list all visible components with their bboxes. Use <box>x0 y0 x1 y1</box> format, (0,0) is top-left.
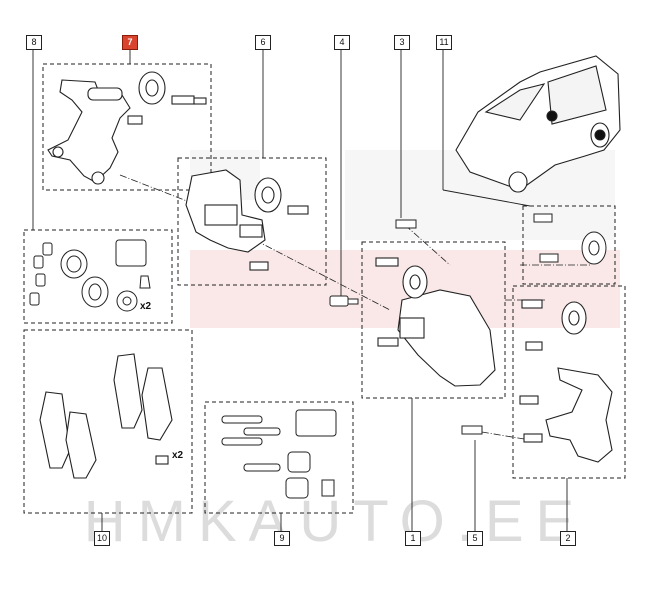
bleed-screw-drawing <box>329 295 359 307</box>
group-box-8 <box>23 229 173 324</box>
callout-1[interactable]: 1 <box>405 531 421 546</box>
group-box-11 <box>522 205 616 285</box>
callout-7-highlighted[interactable]: 7 <box>122 35 138 50</box>
callout-9[interactable]: 9 <box>274 531 290 546</box>
group-box-6 <box>177 157 327 286</box>
caliper-assembly-drawing <box>185 169 309 271</box>
callout-8[interactable]: 8 <box>26 35 42 50</box>
bolt-drawing <box>395 219 483 435</box>
callout-10[interactable]: 10 <box>94 531 110 546</box>
van-illustration <box>455 55 621 193</box>
callout-5[interactable]: 5 <box>467 531 483 546</box>
callout-2[interactable]: 2 <box>560 531 576 546</box>
caliper-bracket-drawing <box>47 71 207 185</box>
watermark-text: HMKAUTO.EE <box>83 489 587 554</box>
guide-bolt-kit-drawing <box>533 213 607 265</box>
brake-pads-drawing <box>39 353 173 479</box>
callout-6[interactable]: 6 <box>255 35 271 50</box>
group-box-1 <box>361 241 506 399</box>
callout-4[interactable]: 4 <box>334 35 350 50</box>
callout-3[interactable]: 3 <box>394 35 410 50</box>
seal-kit-drawing <box>29 239 151 312</box>
quantity-label-group-10: x2 <box>172 450 184 461</box>
group-box-2 <box>512 285 626 479</box>
guide-pin-kit-drawing <box>221 409 337 499</box>
callout-11[interactable]: 11 <box>436 35 452 50</box>
group-box-7 <box>42 63 212 191</box>
rear-caliper-drawing <box>375 257 496 387</box>
caliper-carrier-drawing <box>519 299 613 463</box>
quantity-label-group-8: x2 <box>140 301 152 312</box>
group-box-9 <box>204 401 354 514</box>
group-box-10 <box>23 329 193 514</box>
